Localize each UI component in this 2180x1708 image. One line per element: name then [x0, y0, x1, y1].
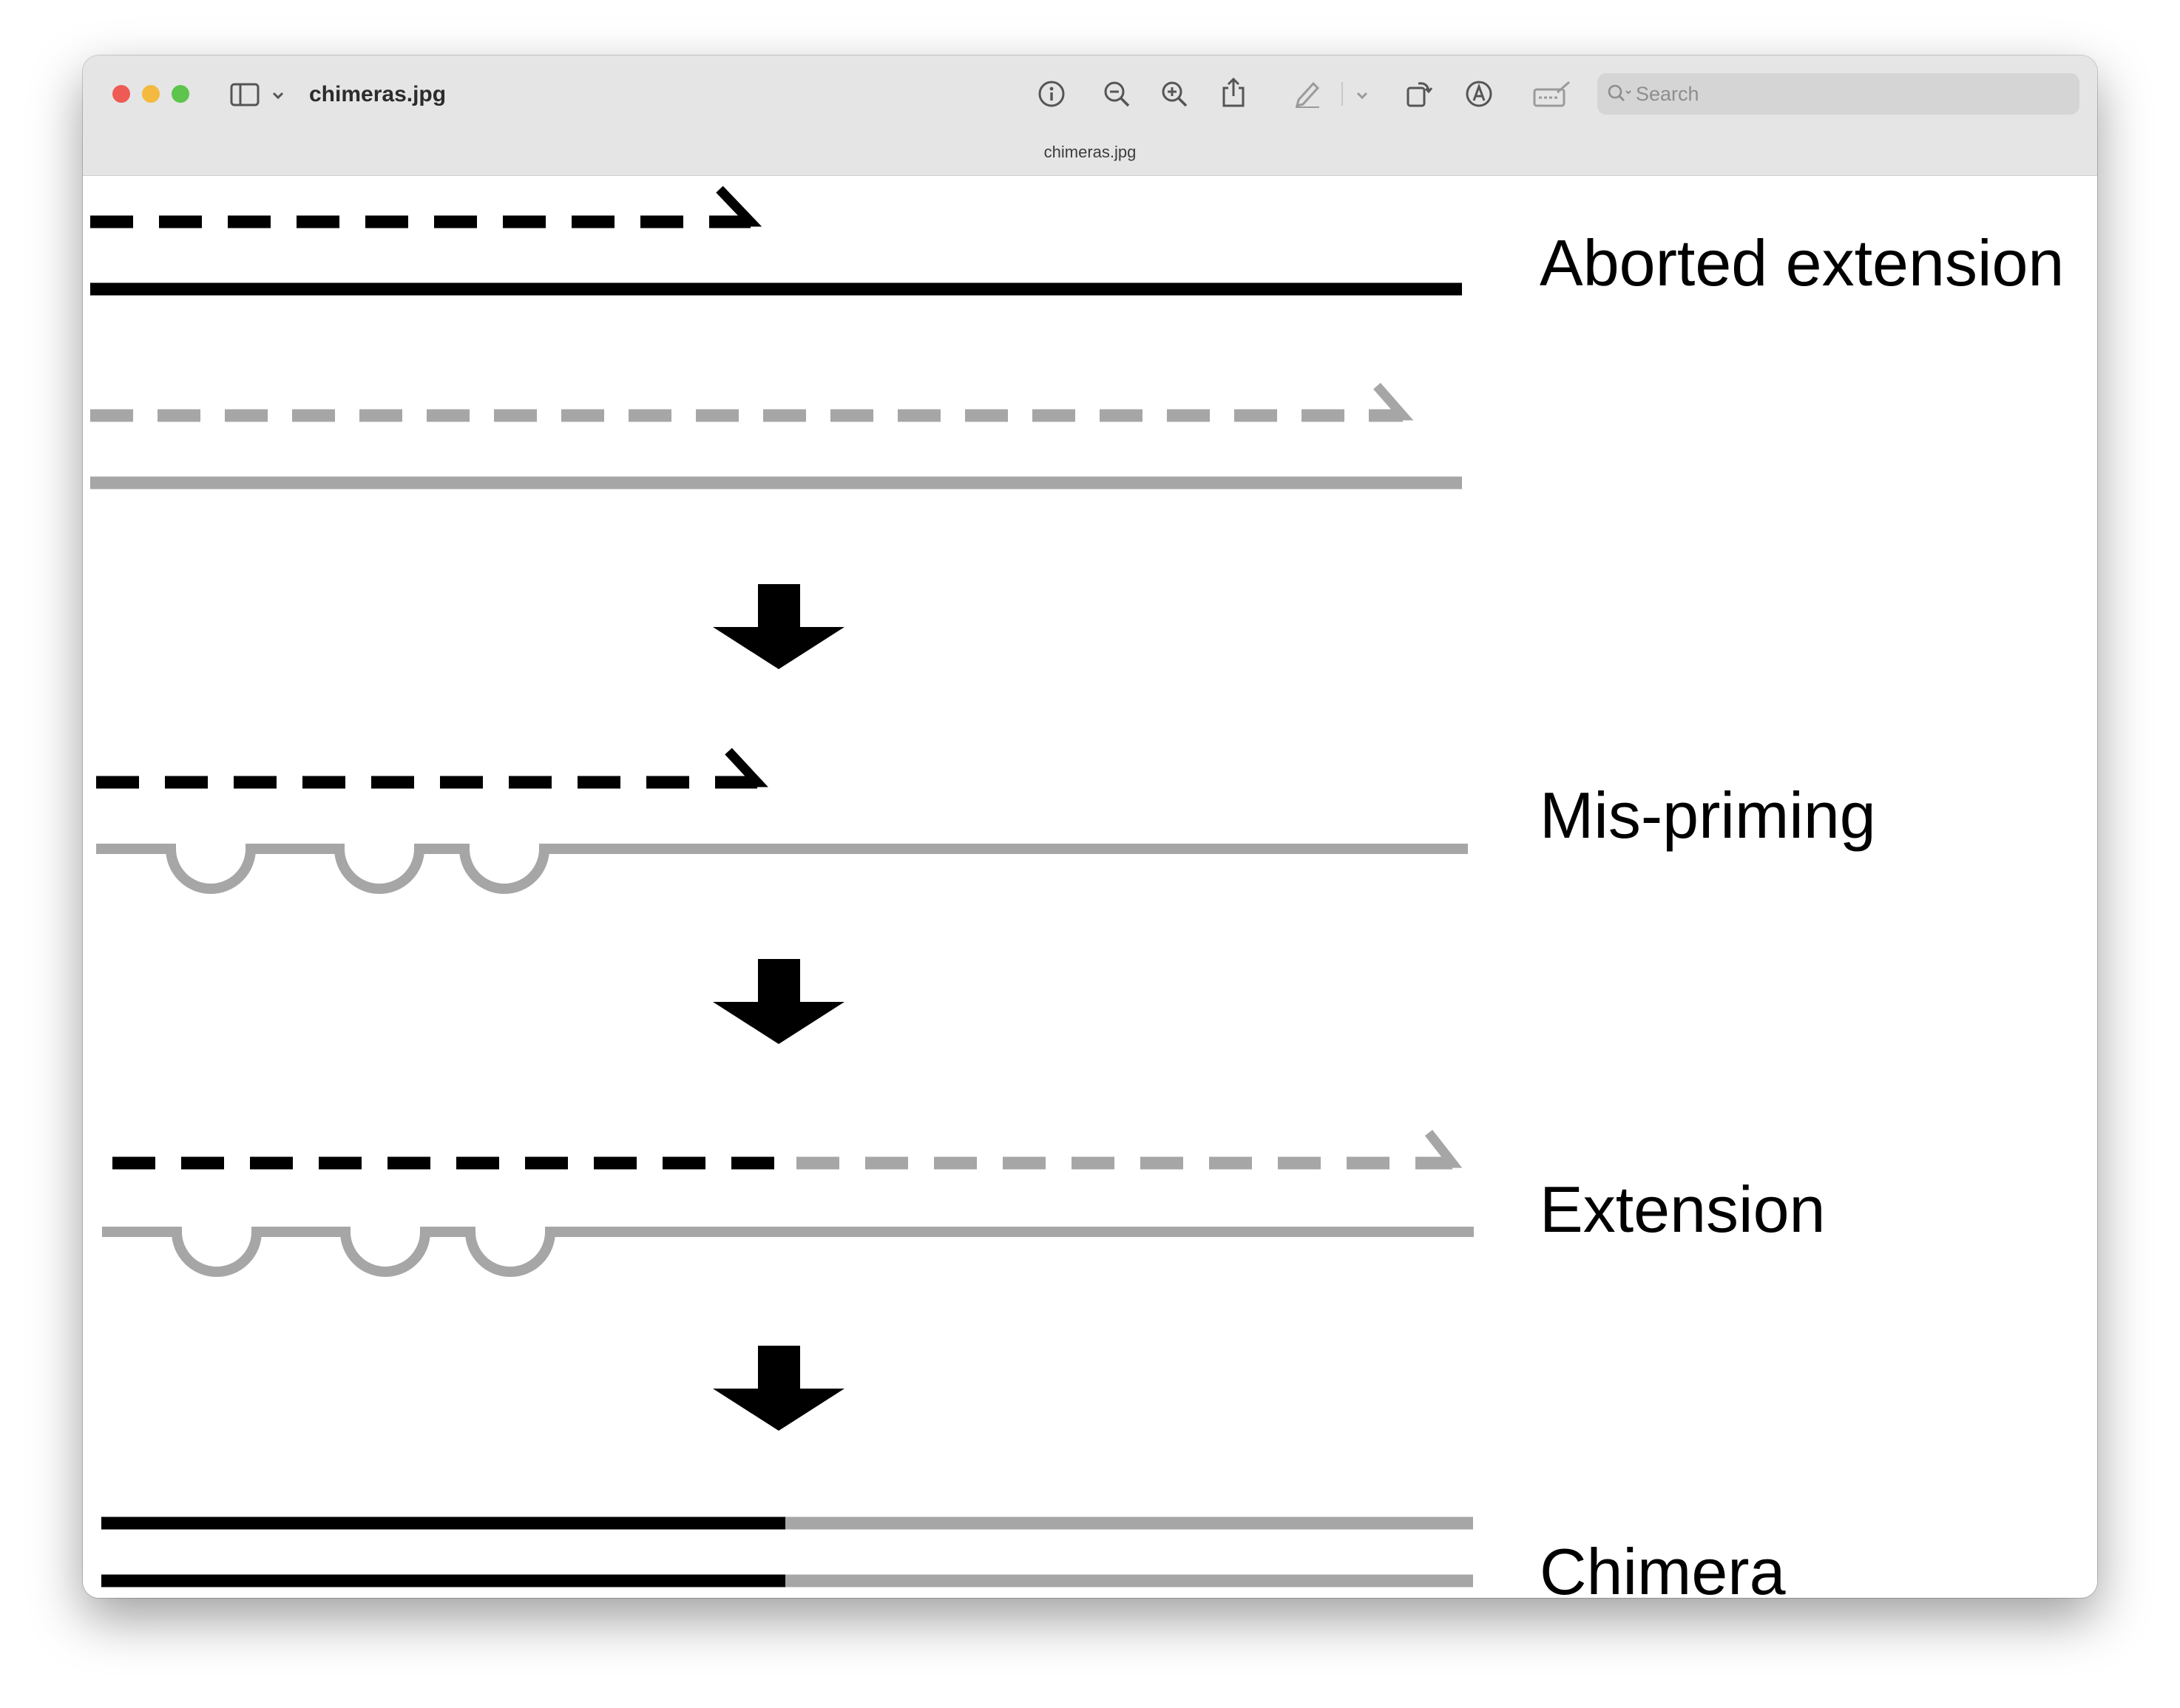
stage-chimera: Chimera: [101, 1516, 1786, 1598]
markup-icon[interactable]: [1464, 79, 1494, 109]
title-bar: chimeras.jpg: [83, 55, 2097, 176]
search-input[interactable]: [1636, 73, 2065, 115]
minimize-button[interactable]: [142, 85, 160, 103]
toolbar-divider: [1341, 82, 1343, 106]
down-arrow-icon: [713, 1346, 844, 1431]
zoom-button[interactable]: [172, 85, 189, 103]
stage-mis-priming: Mis-priming: [96, 748, 1876, 894]
chevron-down-icon[interactable]: [271, 88, 285, 103]
zoom-out-icon[interactable]: [1102, 79, 1131, 109]
preview-window: chimeras.jpg: [83, 55, 2097, 1598]
looped-template-strand: [102, 1227, 1474, 1277]
sidebar-icon[interactable]: [229, 82, 260, 107]
info-icon[interactable]: [1037, 79, 1066, 109]
document-title: chimeras.jpg: [1043, 143, 1137, 161]
search-field[interactable]: [1597, 73, 2079, 115]
stage-extension: Extension: [102, 1130, 1825, 1277]
stage-label: Extension: [1540, 1173, 1825, 1246]
stage-label: Aborted extension: [1540, 226, 2064, 299]
close-button[interactable]: [112, 85, 130, 103]
window-title: chimeras.jpg: [309, 82, 447, 106]
chevron-down-icon[interactable]: [1355, 88, 1370, 103]
search-icon: [1608, 84, 1631, 101]
rotate-icon[interactable]: [1404, 78, 1433, 109]
primer-3prime-hook: [716, 186, 762, 227]
primer-3prime-hook: [725, 748, 768, 787]
chimera-diagram: Aborted extension Mis-priming Extension: [90, 186, 2064, 1598]
stage-label: Mis-priming: [1540, 779, 1876, 852]
primer-3prime-hook: [1423, 1130, 1463, 1168]
down-arrow-icon: [713, 584, 844, 669]
down-arrow-icon: [713, 959, 844, 1044]
looped-template-strand: [96, 844, 1468, 894]
primer-3prime-hook: [1373, 382, 1414, 421]
signature-icon[interactable]: [1532, 79, 1572, 109]
stage-label: Chimera: [1540, 1535, 1786, 1598]
share-icon[interactable]: [1219, 76, 1248, 109]
zoom-in-icon[interactable]: [1160, 79, 1189, 109]
stage-aborted-extension: Aborted extension: [90, 186, 2064, 489]
highlight-pen-icon[interactable]: [1293, 78, 1322, 109]
image-canvas: Aborted extension Mis-priming Extension: [83, 176, 2097, 1598]
